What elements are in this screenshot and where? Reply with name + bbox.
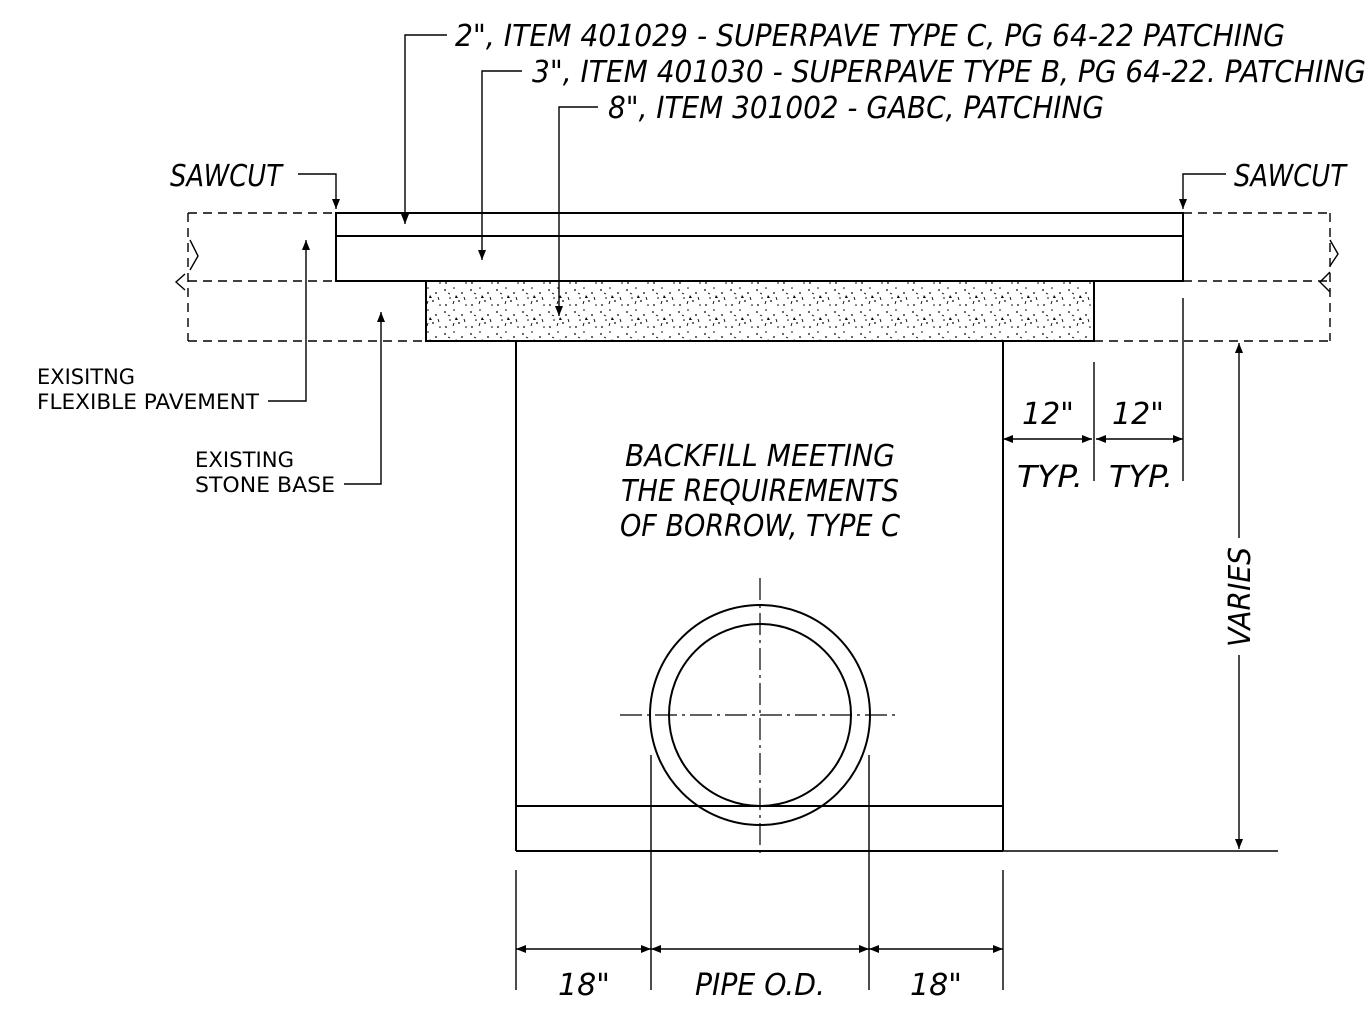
callout-layer3-label: 8", ITEM 301002 - GABC, PATCHING [608, 91, 1104, 126]
sawcut-right-label: SAWCUT [1234, 159, 1348, 194]
existing-pavement-dashed [174, 212, 1339, 342]
offset1-typ-label: TYP. [1017, 460, 1083, 495]
callout-leaders [268, 34, 1226, 485]
pipe-od-label: PIPE O.D. [695, 968, 825, 1003]
pipe [620, 578, 900, 858]
existing-base-label-line2: STONE BASE [195, 473, 335, 497]
varies-dimension-label: VARIES [1223, 547, 1258, 647]
offset2-typ-label: TYP. [1109, 460, 1173, 495]
sawcut-left-label: SAWCUT [170, 159, 284, 194]
bottom-width-dimensions [515, 755, 1004, 990]
callout-layer2-label: 3", ITEM 401030 - SUPERPAVE TYPE B, PG 6… [532, 55, 1366, 90]
existing-pavement-label-line1: EXISITNG [37, 365, 135, 389]
backfill-label-line2: THE REQUIREMENTS [621, 474, 899, 509]
offset2-dimension-label: 12" [1112, 397, 1164, 432]
offset1-dimension-label: 12" [1022, 397, 1074, 432]
backfill-label-line1: BACKFILL MEETING [625, 439, 895, 474]
existing-pavement-label-line2: FLEXIBLE PAVEMENT [37, 390, 259, 414]
gabc-base-layer [425, 280, 1095, 342]
left-clearance-label: 18" [558, 968, 610, 1003]
right-clearance-label: 18" [910, 968, 962, 1003]
offset-dimensions [1003, 298, 1184, 481]
asphalt-patch-layers [335, 212, 1184, 282]
existing-base-label-line1: EXISTING [195, 448, 294, 472]
callout-layer1-label: 2", ITEM 401029 - SUPERPAVE TYPE C, PG 6… [455, 19, 1285, 54]
backfill-label-line3: OF BORROW, TYPE C [620, 509, 900, 544]
